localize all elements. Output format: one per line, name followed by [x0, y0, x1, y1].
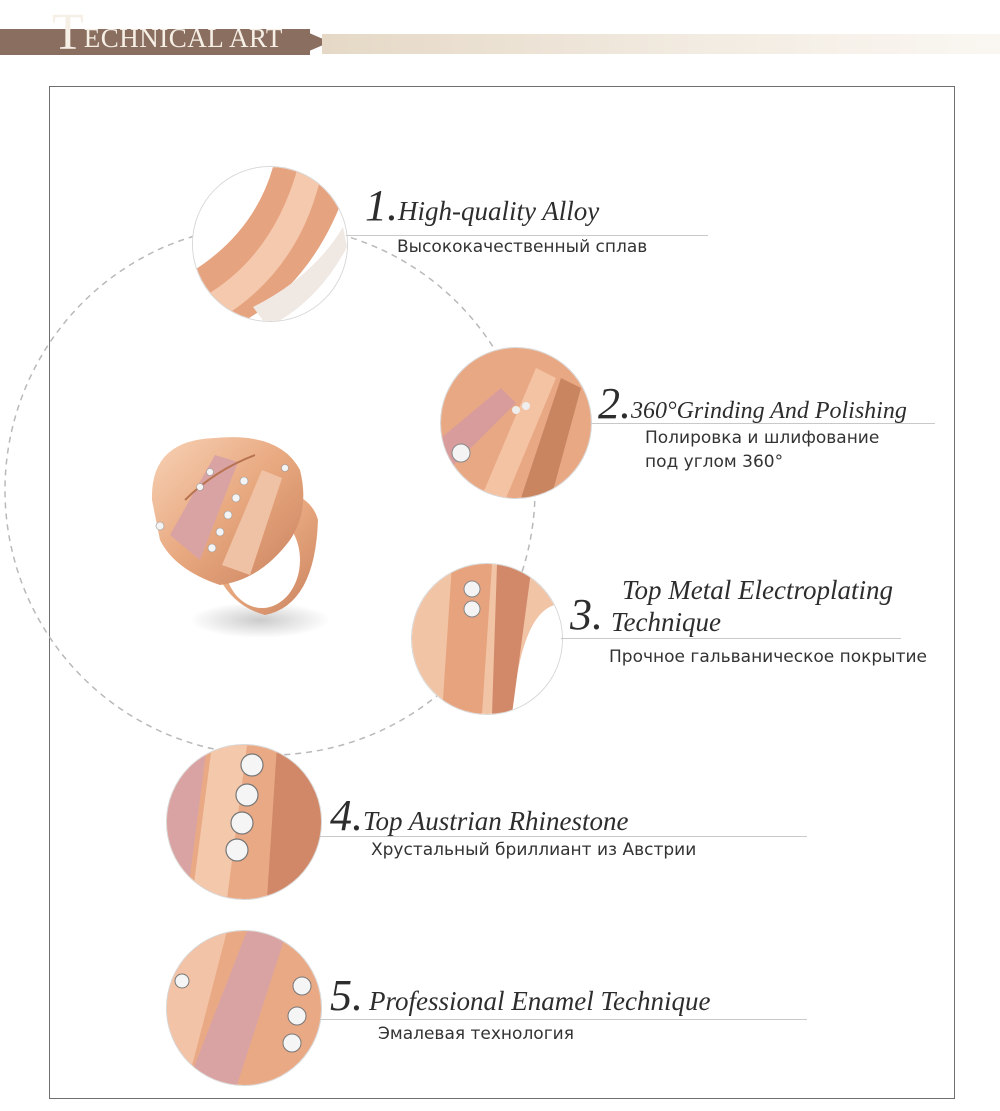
- feature-2-number: 2.: [598, 379, 631, 428]
- feature-2-subtitle-1: Полировка и шлифование: [645, 428, 880, 448]
- feature-5-name: Professional Enamel Technique: [369, 986, 711, 1016]
- banner-bar: [0, 29, 310, 55]
- feature-4-name: Top Austrian Rhinestone: [363, 806, 629, 836]
- feature-1-subtitle: Высококачественный сплав: [397, 237, 648, 257]
- feature-3-name-1: Top Metal Electroplating: [622, 575, 893, 605]
- feature-3-divider: [561, 638, 901, 639]
- detail-image-alloy: [192, 166, 348, 322]
- banner-strip: [322, 34, 1000, 54]
- feature-2-divider: [590, 423, 935, 424]
- feature-3-subtitle: Прочное гальваническое покрытие: [609, 647, 928, 667]
- detail-image-electroplating: [411, 563, 563, 715]
- feature-4-divider: [320, 836, 807, 837]
- feature-3-number: 3.: [570, 590, 603, 639]
- title-initial: T: [52, 4, 84, 61]
- feature-2-subtitle-2: под углом 360°: [645, 452, 784, 472]
- feature-3-name-2: Technique: [611, 607, 721, 637]
- detail-image-rhinestone: [166, 744, 322, 900]
- feature-1-divider: [346, 235, 708, 236]
- feature-2-name: 360°Grinding And Polishing: [631, 398, 907, 424]
- feature-3-title: Top Metal Electroplating: [570, 575, 893, 606]
- feature-4-number: 4.: [330, 791, 363, 840]
- feature-1-title: 1.High-quality Alloy: [365, 180, 599, 231]
- page-title: TECHNICAL ART: [52, 7, 283, 59]
- feature-1-name: High-quality Alloy: [398, 196, 600, 226]
- feature-5-subtitle: Эмалевая технология: [378, 1024, 574, 1044]
- feature-2-title: 2.360°Grinding And Polishing: [598, 378, 907, 429]
- feature-1-number: 1.: [365, 181, 398, 230]
- feature-4-title: 4.Top Austrian Rhinestone: [330, 790, 629, 841]
- feature-4-subtitle: Хрустальный бриллиант из Австрии: [371, 840, 697, 860]
- feature-5-number: 5.: [330, 971, 363, 1020]
- detail-image-enamel: [166, 930, 322, 1086]
- feature-5-divider: [320, 1019, 807, 1020]
- title-rest: ECHNICAL ART: [83, 23, 283, 53]
- header-banner: TECHNICAL ART: [0, 0, 1000, 70]
- detail-image-polishing: [440, 347, 592, 499]
- feature-5-title: 5.Professional Enamel Technique: [330, 970, 710, 1021]
- feature-3-title-2: 3. Technique: [570, 589, 721, 640]
